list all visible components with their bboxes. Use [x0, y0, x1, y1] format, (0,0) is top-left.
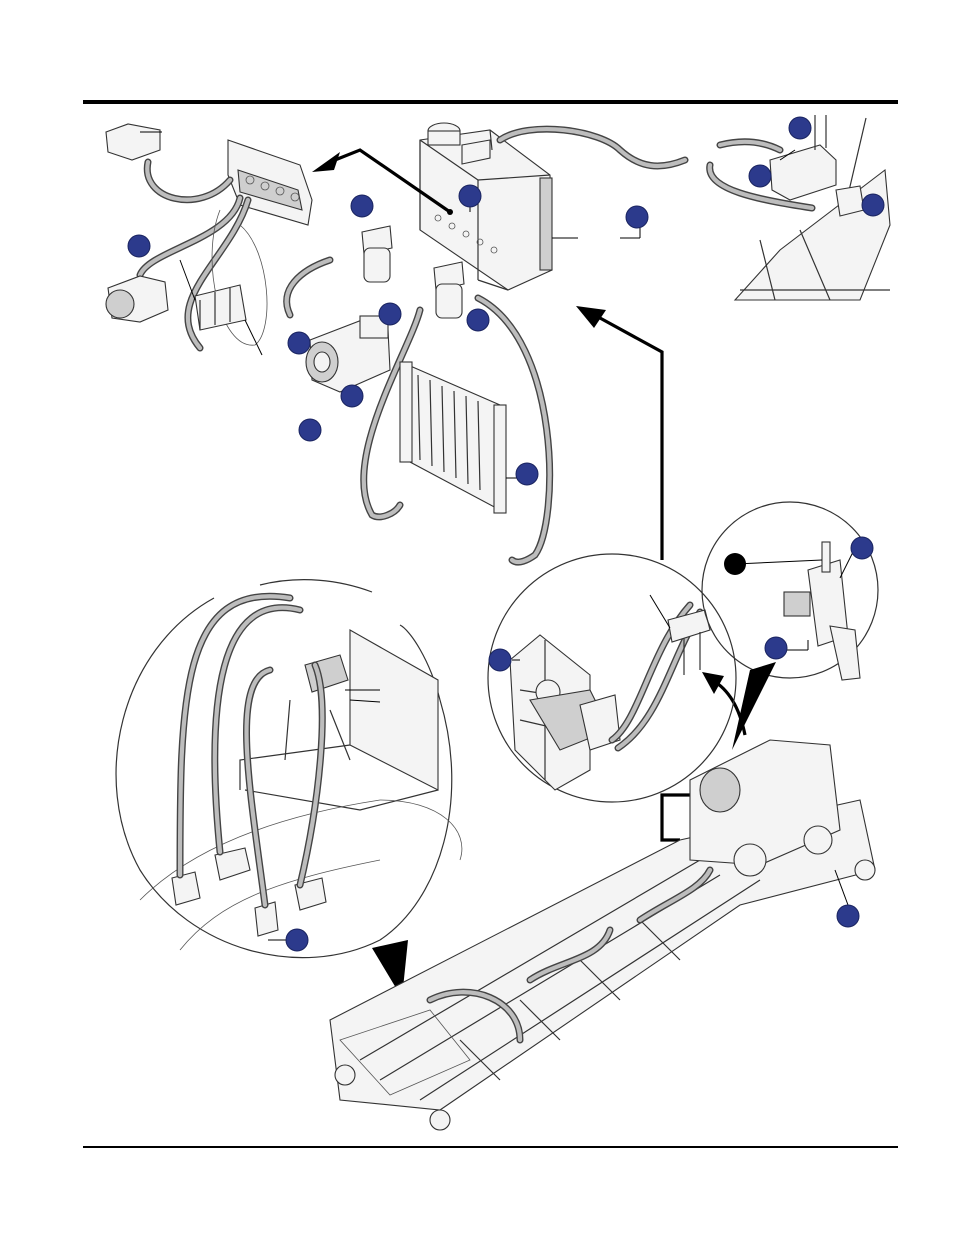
callout-marker: [467, 309, 489, 331]
gear-pump: [306, 316, 390, 392]
pointer-arrow: [702, 672, 724, 694]
callout-marker: [851, 537, 873, 559]
callout-marker: [789, 117, 811, 139]
callout-marker: [459, 185, 481, 207]
callout-marker: [862, 194, 884, 216]
detail-circle-center: [488, 554, 736, 802]
callout-marker: [749, 165, 771, 187]
callout-marker-black: [724, 553, 746, 575]
detail-circle-right: [702, 502, 878, 750]
callout-marker: [379, 303, 401, 325]
callout-marker: [286, 929, 308, 951]
oil-cooler: [400, 362, 518, 513]
callout-marker: [765, 637, 787, 659]
callout-marker: [128, 235, 150, 257]
callout-marker: [288, 332, 310, 354]
callout-marker: [341, 385, 363, 407]
callout-marker: [626, 206, 648, 228]
callout-marker: [351, 195, 373, 217]
callout-marker: [489, 649, 511, 671]
callout-marker: [516, 463, 538, 485]
callout-marker: [837, 905, 859, 927]
callout-marker: [299, 419, 321, 441]
pointer-arrow: [312, 152, 340, 172]
screed-machine: [330, 740, 875, 1130]
